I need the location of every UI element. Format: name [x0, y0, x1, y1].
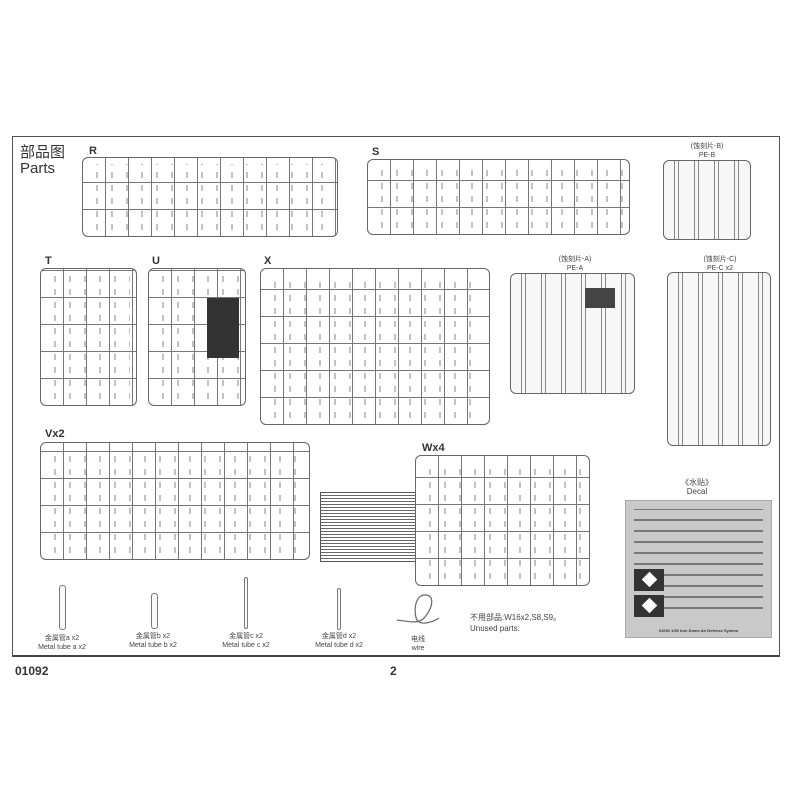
tube-c-cn: 金属管c x2	[229, 633, 263, 640]
sprue-u-label: U	[152, 255, 160, 267]
unused-en: Unused parts:	[470, 624, 520, 633]
pe-a-label: (蚀刻片-A) PE-A	[559, 255, 592, 273]
pe-a-dark-part	[585, 288, 615, 308]
metal-tube-a-label: 金属管a x2 Metal tube a x2	[38, 634, 86, 652]
wire-label: 电线 wire	[411, 635, 425, 653]
metal-tube-d	[337, 588, 341, 630]
sprue-r	[82, 157, 338, 237]
tube-c-en: Metal tube c x2	[222, 642, 270, 649]
tube-b-cn: 金属管b x2	[135, 633, 171, 640]
decal-emblem	[634, 569, 664, 591]
metal-tube-d-label: 金属管d x2 Metal tube d x2	[315, 632, 363, 650]
pe-c-en: PE-C x2	[706, 265, 734, 272]
sprue-s-label: S	[372, 146, 380, 158]
metal-tube-a	[59, 585, 66, 630]
sprue-r-label: R	[89, 145, 97, 157]
sprue-v	[40, 442, 310, 560]
pe-a-cn: (蚀刻片-A)	[558, 256, 592, 263]
metal-tube-b-label: 金属管b x2 Metal tube b x2	[129, 632, 177, 650]
sprue-x	[260, 268, 490, 425]
pe-b-label: (蚀刻片-B) PE-B	[691, 142, 724, 160]
sprue-v-label: Vx2	[45, 428, 65, 440]
sprue-s	[367, 159, 630, 235]
pe-a-en: PE-A	[566, 265, 584, 272]
decal-caption: 01092 1/35 Iron Dome Air Defense System	[658, 628, 739, 633]
decal-en: Decal	[686, 487, 708, 496]
sprue-u	[148, 268, 246, 406]
wire-en: wire	[411, 645, 425, 652]
pe-c-label: (蚀刻片-C) PE-C x2	[703, 255, 736, 273]
wire-icon	[396, 594, 440, 624]
sprue-w-label: Wx4	[422, 442, 445, 454]
decal-emblem	[634, 595, 664, 617]
tube-a-en: Metal tube a x2	[38, 644, 86, 651]
decal-label: 《水贴》Decal	[681, 478, 713, 496]
pe-a-fret	[510, 273, 635, 394]
parts-heading-cn: 部品图	[20, 144, 66, 161]
sprue-w-slat-block	[320, 492, 417, 562]
pe-b-en: PE-B	[698, 152, 716, 159]
metal-tube-b	[151, 593, 158, 629]
sprue-w	[415, 455, 590, 586]
product-code: 01092	[15, 664, 49, 678]
page-number: 2	[390, 664, 397, 678]
sprue-t-label: T	[45, 255, 52, 267]
tube-a-cn: 金属管a x2	[44, 635, 80, 642]
pe-b-cn: (蚀刻片-B)	[690, 143, 724, 150]
wire-cn: 电线	[411, 636, 425, 643]
unused-cn: 不用部品:W16x2,S8,S9。	[470, 613, 562, 622]
decal-sheet: 01092 1/35 Iron Dome Air Defense System	[625, 500, 772, 638]
metal-tube-c-label: 金属管c x2 Metal tube c x2	[222, 632, 269, 650]
sprue-u-dark-part	[207, 298, 239, 358]
sprue-t	[40, 268, 137, 406]
metal-tube-c	[244, 577, 248, 629]
parts-heading-en: Parts	[20, 160, 56, 177]
pe-b-fret	[663, 160, 751, 240]
tube-b-en: Metal tube b x2	[129, 642, 177, 649]
sprue-x-label: X	[264, 255, 272, 267]
pe-c-fret	[667, 272, 771, 446]
parts-heading: 部品图 Parts	[20, 145, 65, 177]
page-frame	[12, 136, 780, 657]
decal-cn: 《水贴》	[681, 478, 713, 487]
unused-parts-note: 不用部品:W16x2,S8,S9。 Unused parts:	[470, 612, 561, 634]
tube-d-en: Metal tube d x2	[315, 642, 363, 649]
tube-d-cn: 金属管d x2	[321, 633, 357, 640]
pe-c-cn: (蚀刻片-C)	[703, 256, 737, 263]
